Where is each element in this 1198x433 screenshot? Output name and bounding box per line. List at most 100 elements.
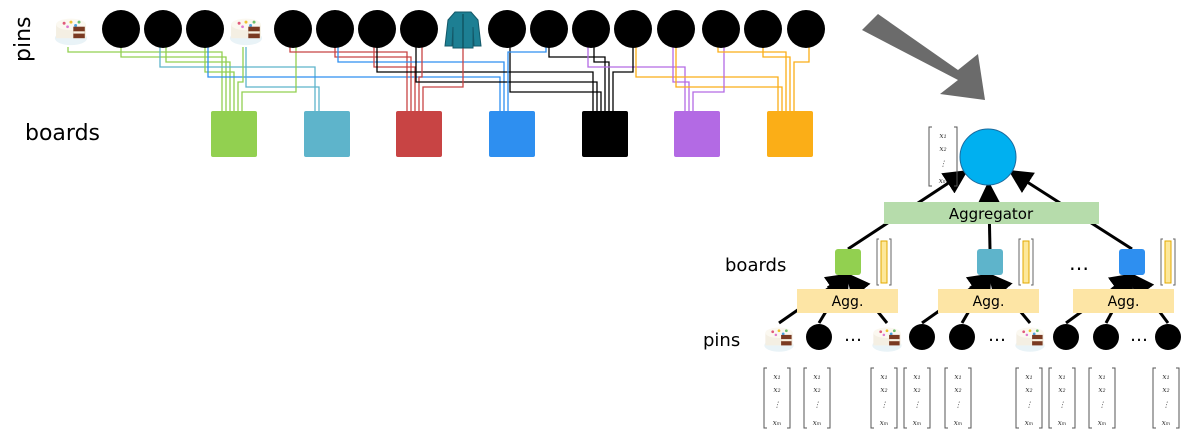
vec-entry: x₁	[1098, 372, 1105, 381]
pin-board-edge	[337, 47, 505, 111]
board-node	[977, 249, 1003, 275]
vector-bracket	[803, 367, 807, 429]
pin-node	[1093, 324, 1119, 350]
pin-feature-vectors: x₁x₂⋮xₘx₁x₂⋮xₘx₁x₂⋮xₘx₁x₂⋮xₘx₁x₂⋮xₘx₁x₂⋮…	[763, 367, 1180, 429]
vector-bracket	[968, 367, 972, 429]
pin-node	[657, 10, 695, 48]
big-arrow-icon	[862, 14, 985, 100]
vec-entry: x₂	[880, 385, 887, 394]
vec-entry: x₂	[1162, 385, 1169, 394]
vec-entry: x₂	[913, 385, 920, 394]
board-node	[1119, 249, 1145, 275]
vector-bracket	[927, 367, 931, 429]
pin-node	[702, 10, 740, 48]
vector-bracket	[1048, 367, 1052, 429]
agg-label: Agg.	[832, 294, 864, 310]
pin-node	[1053, 324, 1079, 350]
pin-board-edge	[635, 47, 779, 111]
vec-entry: x₂	[1025, 385, 1032, 394]
vector-bracket	[1112, 367, 1116, 429]
pin-node	[102, 10, 140, 48]
embedding-bracket	[1031, 238, 1034, 286]
right-pins-row: ………	[764, 324, 1181, 352]
pin-node	[614, 10, 652, 48]
vec-entry: ⋮	[939, 159, 947, 168]
vec-entry: xₘ	[913, 418, 922, 427]
vector-bracket	[1072, 367, 1076, 429]
board-embedding-bar	[1164, 240, 1172, 284]
ellipsis-boards: …	[1069, 251, 1089, 275]
embedding-bracket	[876, 238, 879, 286]
transform-arrow	[862, 14, 985, 100]
ellipsis-pins: …	[1130, 325, 1148, 346]
vector-bracket	[787, 367, 791, 429]
embedding-bracket	[1173, 238, 1176, 286]
left-pins-label: pins	[11, 17, 36, 62]
vector-bracket	[763, 367, 767, 429]
pin-board-edge	[717, 47, 787, 111]
pin-board-edge	[692, 47, 725, 111]
left-boards-row	[211, 111, 813, 157]
agg-box	[938, 289, 1039, 313]
pin-node	[1155, 324, 1181, 350]
vec-entry: xₘ	[954, 418, 963, 427]
vec-entry: x₂	[813, 385, 820, 394]
vector-bracket	[944, 367, 948, 429]
vec-entry: x₁	[939, 131, 946, 140]
pin-board-edge	[672, 47, 690, 111]
agg-boxes-row: Agg.Agg.Agg.	[797, 289, 1174, 313]
pin-board-edge	[507, 47, 547, 111]
vec-entry: ⋮	[813, 400, 821, 409]
vec-entry: x₁	[1025, 372, 1032, 381]
board-embedding-bar	[1022, 240, 1030, 284]
vec-entry: x₁	[954, 372, 961, 381]
pin-node	[316, 10, 354, 48]
cake-icon	[872, 327, 902, 352]
left-pins-row	[54, 10, 825, 49]
vec-entry: xₘ	[880, 418, 889, 427]
board-embedding-bar	[880, 240, 888, 284]
board-node	[489, 111, 535, 157]
vec-entry: x₁	[1162, 372, 1169, 381]
vector-bracket	[1176, 367, 1180, 429]
pin-board-edge	[593, 47, 610, 111]
board-node	[304, 111, 350, 157]
agg-box	[1073, 289, 1174, 313]
pin-node	[358, 10, 396, 48]
vec-entry: ⋮	[1162, 400, 1170, 409]
vec-entry: x₂	[954, 385, 961, 394]
pin-board-edge	[509, 47, 602, 111]
vector-bracket	[827, 367, 831, 429]
vector-bracket	[1152, 367, 1156, 429]
board-node	[835, 249, 861, 275]
vec-entry: x₁	[1058, 372, 1065, 381]
vec-entry: xₘ	[1058, 418, 1067, 427]
pin-board-edge	[245, 47, 320, 111]
pin-board-edge	[120, 47, 227, 111]
agg-box	[797, 289, 898, 313]
aggregator-bar	[884, 202, 1099, 224]
vec-entry: x₁	[813, 372, 820, 381]
cake-icon	[1015, 327, 1045, 352]
right-boards-label: boards	[725, 255, 786, 276]
pin-board-edge	[289, 47, 408, 111]
vector-bracket	[870, 367, 874, 429]
vec-entry: ⋮	[1098, 400, 1106, 409]
pin-node	[530, 10, 568, 48]
vec-entry: x₂	[1058, 385, 1065, 394]
pin-board-edge	[207, 47, 501, 111]
pin-board-edge	[415, 47, 598, 111]
right-pins-label: pins	[703, 330, 740, 351]
vector-bracket	[894, 367, 898, 429]
agg-label: Agg.	[973, 294, 1005, 310]
ellipsis-pins: …	[988, 325, 1006, 346]
vec-entry: ⋮	[1025, 400, 1033, 409]
board-node	[582, 111, 628, 157]
board-node	[211, 111, 257, 157]
